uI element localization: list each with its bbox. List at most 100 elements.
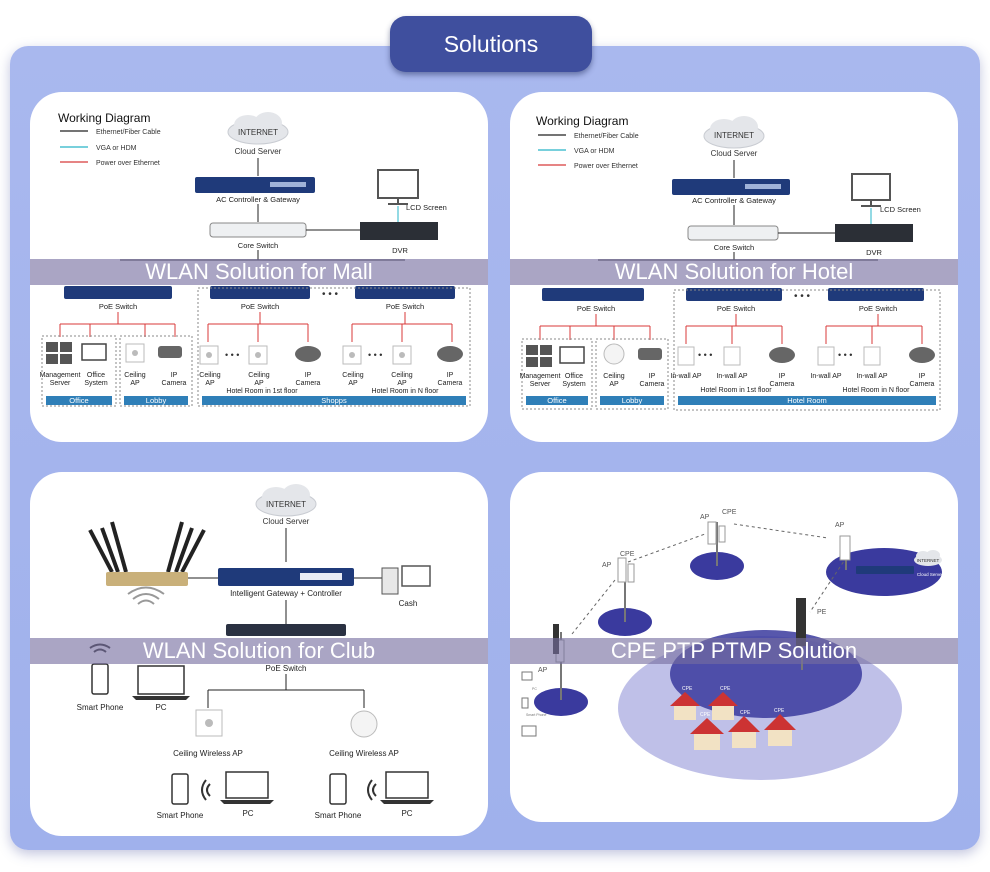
club-cloud-text: INTERNET [266,500,306,509]
pc-icon [225,771,269,799]
cpe-cloud-label: Cloud Server [917,572,944,577]
hotel-office-2: System [562,381,586,388]
phone-icon [91,663,109,695]
house-icon [708,692,738,720]
cpe-ap-2: AP [700,514,710,521]
hotel-lobby-camera: Camera [640,381,665,388]
svg-text:• • •: • • • [368,350,382,360]
hotel-lobby-ceiling: Ceiling [603,373,625,380]
mall-s3-camera: Camera [296,380,321,387]
cpe-band: CPE PTP PTMP Solution [510,638,958,664]
zone-bar [678,396,936,405]
cpe-device-icon [718,525,726,543]
mall-legend-vga: VGA or HDM [96,145,137,152]
camera-icon [909,347,935,363]
svg-text:• • •: • • • [322,289,339,300]
card-club[interactable]: INTERNET Cloud Server Intelligent Gatewa… [30,472,488,836]
camera-icon [437,346,463,362]
club-cash-label: Cash [399,599,418,608]
mall-office-2: System [84,380,108,387]
zone-bar [124,396,188,405]
mall-lobby-ceiling: Ceiling [124,372,146,379]
mall-lobby-ip: IP [171,372,178,379]
hotel-core-label: Core Switch [714,243,754,252]
dvr-icon [360,222,438,240]
house-cpe-2: CPE [720,686,731,692]
gateway-icon [672,179,790,195]
hotel-cloud-label: Cloud Server [711,149,758,158]
svg-text:• • •: • • • [225,350,239,360]
cpe-cpe-1: CPE [620,551,635,558]
wifi-icon [127,586,165,605]
hotel-office-1: Office [565,373,583,380]
poe-switch-icon [64,286,172,299]
cloud-icon [255,484,317,517]
poe-switch-icon [828,288,924,301]
inwall-ap-icon [723,346,741,366]
hotel-r3-ip: IP [779,373,786,380]
house-icon [764,714,796,746]
club-phone-2: Smart Phone [157,811,204,820]
house-cpe-1: CPE [682,686,693,692]
lcd-icon [377,169,419,199]
hotel-wd-title: Working Diagram [536,114,628,128]
site-disc [534,688,588,716]
cloud-icon [703,116,765,149]
mall-zone-office: Office [69,396,88,405]
hotel-zone-office: Office [547,396,566,405]
cpe-device-icon [627,563,635,583]
inwall-ap-icon [863,346,881,366]
gateway-icon [218,568,354,586]
mall-lobby-ap: AP [130,380,140,387]
mall-poe-label-1: PoE Switch [99,302,137,311]
hotel-legend-vga: VGA or HDM [574,148,615,155]
core-switch-icon [209,222,307,238]
house-cpe-3: CPE [700,712,711,718]
pc-icon [137,665,185,695]
mall-room-1: Hotel Room in 1st floor [226,388,298,395]
mall-band: WLAN Solution for Mall [30,259,488,285]
hotel-r4-inwall: In-wall AP [810,373,841,380]
hotel-poe-label-1: PoE Switch [577,304,615,313]
card-cpe[interactable]: AP CPE AP CPE AP PE AP INTERNET Cloud Se… [510,472,958,822]
inwall-ap-icon [817,346,835,366]
cloud-icon [227,112,289,145]
card-mall[interactable]: Working Diagram Ethernet/Fiber Cable VGA… [30,92,488,442]
hotel-r6-ip: IP [919,373,926,380]
hotel-zone-room: Hotel Room [787,396,827,405]
mall-s1-ap: AP [205,380,215,387]
mall-s5-ceiling: Ceiling [391,372,413,379]
camera-icon [295,346,321,362]
house-cpe-5: CPE [774,708,785,714]
mall-s2-ap: AP [254,380,264,387]
mall-legend-poe: Power over Ethernet [96,160,160,167]
ceiling-ap-icon [248,345,268,365]
cloud-icon [914,550,942,566]
poe-switch-icon [226,624,346,636]
ceiling-ap-icon [342,345,362,365]
card-hotel[interactable]: Working Diagram Ethernet/Fiber Cable VGA… [510,92,958,442]
mall-room-n: Hotel Room in N floor [372,388,440,395]
zone-bar [46,396,112,405]
pc-icon [385,771,429,799]
camera-icon [769,347,795,363]
hotel-r1-inwall: In-wall AP [670,373,701,380]
hotel-legend-ethernet: Ethernet/Fiber Cable [574,133,639,140]
cpe-device-icon [707,521,717,545]
club-band: WLAN Solution for Club [30,638,488,664]
zone-bar [526,396,588,405]
gateway-icon [856,566,914,574]
hotel-cloud-text: INTERNET [714,131,754,140]
cpe-cpe-2: CPE [722,509,737,516]
hotel-poe-label-3: PoE Switch [859,304,897,313]
mall-s6-camera: Camera [438,380,463,387]
mall-s1-ceiling: Ceiling [199,372,221,379]
mall-s3-ip: IP [305,372,312,379]
zone-bar [202,396,466,405]
mall-diagram: Working Diagram Ethernet/Fiber Cable VGA… [40,111,471,407]
hotel-mgmt-2: Server [530,381,551,388]
inwall-ap-icon [677,346,695,366]
house-icon [670,692,700,720]
ceiling-ap-icon [350,710,378,738]
cpe-internet: INTERNET [917,558,940,563]
